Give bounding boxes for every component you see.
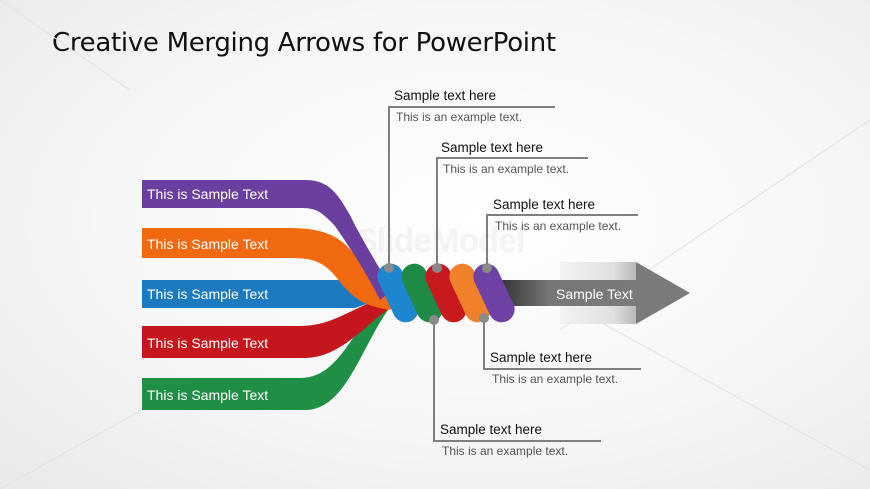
output-arrow-label: Sample Text — [556, 286, 633, 302]
ribbon-label-orange: This is Sample Text — [147, 236, 269, 252]
coil-purple — [473, 263, 515, 323]
callout-2-desc: This is an example text. — [443, 162, 570, 176]
ribbon-blue — [142, 280, 390, 308]
ribbon-purple — [142, 180, 392, 300]
callout-3-desc: This is an example text. — [495, 219, 622, 233]
coil-green — [401, 263, 443, 323]
output-arrow-body — [500, 280, 640, 306]
ribbon-label-blue: This is Sample Text — [147, 286, 269, 302]
callout-1-title: Sample text here — [394, 88, 497, 103]
ribbon-green — [142, 300, 388, 410]
ribbon-label-purple: This is Sample Text — [147, 186, 269, 202]
dot-2 — [432, 263, 442, 273]
callout-2-title: Sample text here — [441, 140, 544, 155]
output-arrow-top — [560, 262, 636, 324]
ribbon-red — [142, 298, 390, 358]
connector-2 — [436, 157, 588, 268]
coil-red — [425, 263, 467, 323]
connector-4 — [483, 318, 641, 370]
ribbon-orange — [142, 228, 398, 310]
callout-4-desc: This is an example text. — [492, 372, 619, 386]
callout-1-desc: This is an example text. — [396, 110, 523, 124]
connector-3 — [486, 214, 638, 268]
output-arrow-head — [636, 262, 690, 324]
callout-5-desc: This is an example text. — [442, 444, 569, 458]
coil-blue — [377, 263, 419, 323]
dot-4 — [479, 313, 489, 323]
coils — [377, 263, 515, 323]
watermark: SlideModel — [355, 222, 525, 260]
callout-4-title: Sample text here — [490, 350, 593, 365]
dot-5 — [429, 315, 439, 325]
connector-1 — [388, 106, 555, 268]
callout-3-title: Sample text here — [493, 197, 596, 212]
slide-title: Creative Merging Arrows for PowerPoint — [52, 28, 556, 58]
dot-3 — [482, 263, 492, 273]
coil-orange — [449, 263, 491, 323]
connector-dots — [384, 263, 492, 325]
connector-5 — [433, 320, 601, 442]
ribbon-label-green: This is Sample Text — [147, 387, 269, 403]
dot-1 — [384, 263, 394, 273]
ribbon-label-red: This is Sample Text — [147, 335, 269, 351]
callout-5-title: Sample text here — [440, 422, 543, 437]
connectors — [388, 106, 641, 442]
